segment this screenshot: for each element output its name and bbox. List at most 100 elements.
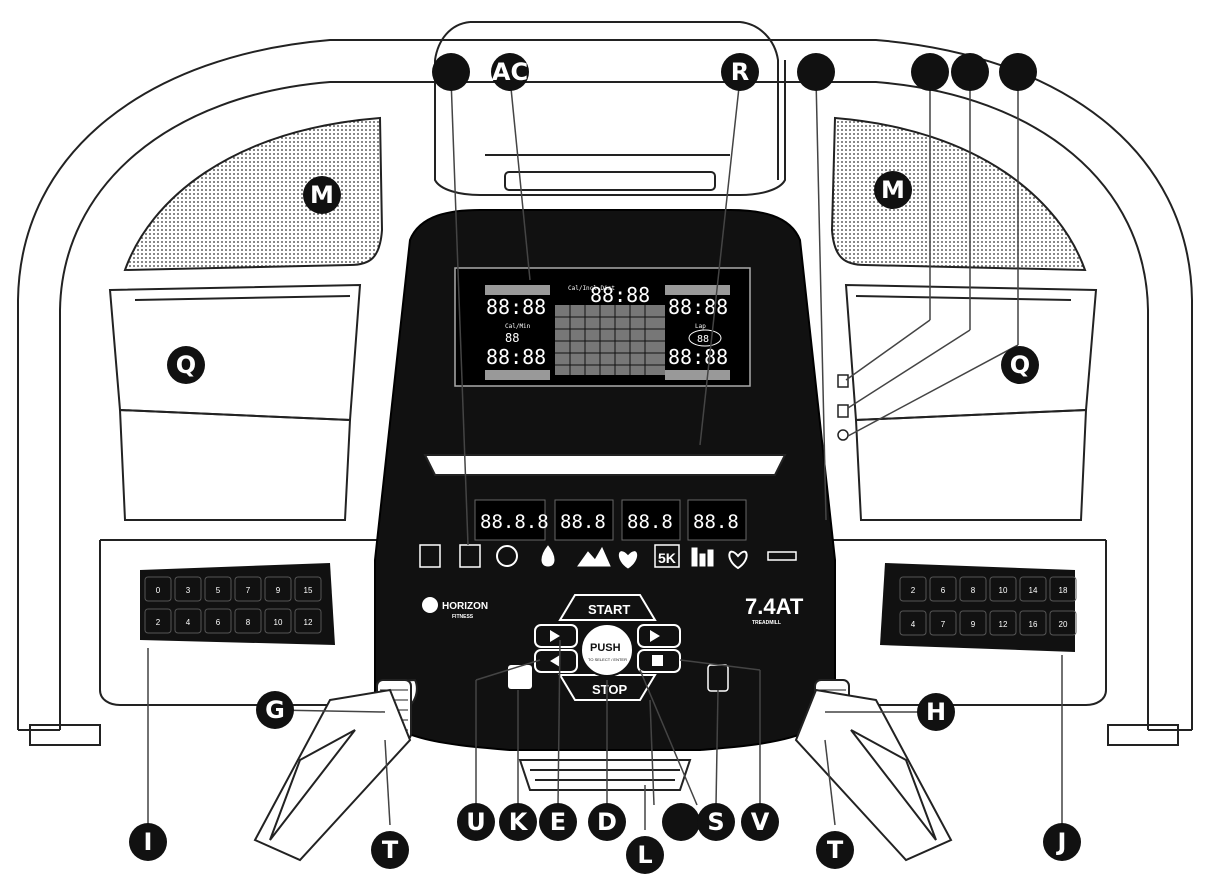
callout-circle-h: [917, 693, 955, 731]
left-key[interactable]: [294, 608, 322, 634]
left-key-label: 8: [246, 618, 251, 627]
program-buttons[interactable]: 5K: [419, 544, 797, 570]
right-keypad: [880, 563, 1075, 652]
right-key-label: 2: [911, 586, 916, 595]
callout-label-k: K: [509, 808, 529, 836]
left-key[interactable]: [264, 608, 292, 634]
model-sub: TREADMILL: [752, 620, 781, 626]
callout-circle-blank-6: [662, 803, 700, 841]
segment-display-3: 88.8: [627, 511, 673, 533]
skip-back-icon: [550, 655, 560, 667]
callout-label-q-left: Q: [176, 351, 196, 379]
right-key[interactable]: [1049, 610, 1077, 636]
start-button[interactable]: [558, 594, 657, 621]
right-key-label: 9: [971, 620, 976, 629]
left-key-label: 0: [156, 586, 161, 595]
callout-circle-blank-1: [432, 53, 470, 91]
brand-name: HORIZON: [442, 601, 488, 612]
right-key-label: 12: [999, 620, 1008, 629]
lcd-mid-left: 88: [505, 331, 519, 345]
hr-icon[interactable]: [728, 550, 748, 570]
right-key[interactable]: [989, 576, 1017, 602]
left-speaker-grille: [123, 116, 384, 272]
left-key[interactable]: [144, 576, 172, 602]
callout-circle-j: [1043, 823, 1081, 861]
left-key[interactable]: [264, 576, 292, 602]
segment-displays: 88.8.8 88.8 88.8 88.8: [474, 499, 747, 541]
left-key-label: 7: [246, 586, 251, 595]
interval-icon[interactable]: [691, 547, 714, 567]
left-key[interactable]: [234, 576, 262, 602]
left-key[interactable]: [174, 576, 202, 602]
right-key-label: 16: [1029, 620, 1038, 629]
left-key[interactable]: [234, 608, 262, 634]
hill-icon[interactable]: [577, 546, 611, 567]
lcd-left-label: Cal/Min: [505, 323, 531, 330]
callout-circle-q-left: [167, 346, 205, 384]
right-key-label: 14: [1029, 586, 1038, 595]
left-key[interactable]: [144, 608, 172, 634]
stop-square-icon: [652, 655, 663, 666]
right-key[interactable]: [929, 610, 957, 636]
right-key[interactable]: [989, 610, 1017, 636]
left-handrail: [253, 688, 412, 862]
left-key-label: 12: [304, 618, 313, 627]
right-key-label: 7: [941, 620, 946, 629]
right-key[interactable]: [959, 576, 987, 602]
left-key[interactable]: [204, 576, 232, 602]
right-key[interactable]: [899, 610, 927, 636]
callout-label-g: G: [265, 696, 285, 724]
lcd-bottom-left: 88:88: [486, 345, 546, 369]
right-key[interactable]: [1019, 576, 1047, 602]
push-knob[interactable]: [580, 623, 634, 677]
left-key-label: 2: [156, 618, 161, 627]
left-key-label: 6: [216, 618, 221, 627]
right-key-label: 18: [1059, 586, 1068, 595]
callout-circle-r: [721, 53, 759, 91]
key-icon[interactable]: [767, 551, 797, 561]
segment-display-4: 88.8: [693, 511, 739, 533]
brand: HORIZON FITNESS 7.4AT TREADMILL: [422, 594, 804, 626]
callout-label-t-right: T: [827, 836, 844, 864]
target-icon[interactable]: [496, 545, 518, 567]
fan-button[interactable]: [508, 665, 532, 689]
lcd-top-center: 88:88: [590, 283, 650, 307]
callout-circle-l: [626, 836, 664, 874]
left-key[interactable]: [204, 608, 232, 634]
hand-icon[interactable]: [419, 544, 441, 568]
right-key[interactable]: [1019, 610, 1047, 636]
push-sub: TO SELECT / ENTER: [588, 657, 627, 662]
right-key[interactable]: [899, 576, 927, 602]
callout-label-e: E: [550, 808, 566, 836]
right-key[interactable]: [929, 576, 957, 602]
left-key-label: 10: [274, 618, 283, 627]
callout-circle-ac: [491, 53, 529, 91]
lcd-lap-value: 88: [697, 334, 709, 345]
callout-circle-v: [741, 803, 779, 841]
right-key[interactable]: [1049, 576, 1077, 602]
manual-icon[interactable]: [459, 544, 481, 568]
heart-icon[interactable]: [618, 551, 638, 569]
right-key-label: 8: [971, 586, 976, 595]
right-key[interactable]: [959, 610, 987, 636]
right-key-label: 4: [911, 620, 916, 629]
left-key[interactable]: [174, 608, 202, 634]
lcd-lap-label: Lap: [695, 323, 706, 330]
right-storage-tray: [844, 283, 1098, 521]
callout-label-m-left: M: [310, 181, 334, 209]
callout-circle-d: [588, 803, 626, 841]
tablet-holder: [434, 21, 786, 196]
segment-display-2: 88.8: [560, 511, 606, 533]
callout-label-v: V: [751, 808, 770, 836]
callout-circle-t-right: [816, 831, 854, 869]
control-cluster: START STOP PUSH TO SELECT / ENTER: [508, 594, 729, 701]
side-ports[interactable]: [837, 374, 849, 441]
callout-label-u: U: [466, 808, 486, 836]
right-key-label: 6: [941, 586, 946, 595]
lcd-display: 88:88 Cal/Incl Dist 88:88 88:88 Cal/Min …: [485, 283, 730, 380]
callout-circle-u: [457, 803, 495, 841]
5k-icon[interactable]: [654, 544, 680, 568]
left-key[interactable]: [294, 576, 322, 602]
fat-burn-icon[interactable]: [541, 545, 555, 567]
